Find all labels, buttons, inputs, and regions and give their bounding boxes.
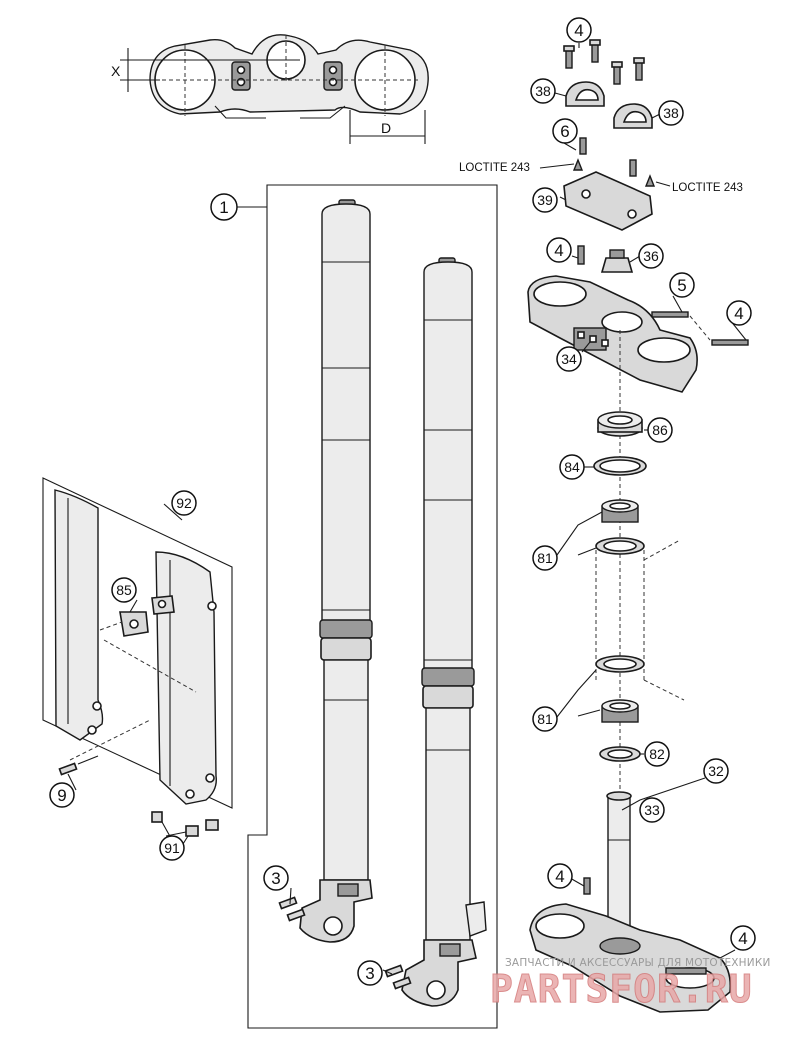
- fork-guards: [42, 477, 233, 841]
- callout-38b-label: 38: [663, 105, 679, 121]
- callout-3a: 3: [263, 865, 289, 891]
- loctite-note-right: LOCTITE 243: [672, 182, 743, 194]
- callout-33-label: 33: [644, 802, 660, 818]
- callout-91: 91: [159, 835, 185, 861]
- callout-5-label: 5: [677, 276, 686, 295]
- callout-86-label: 86: [652, 422, 668, 438]
- callout-4-right: 4: [726, 300, 752, 326]
- callout-34-label: 34: [561, 351, 577, 367]
- callout-38a-label: 38: [535, 83, 551, 99]
- callout-39: 39: [532, 187, 558, 213]
- fork-foot-bolts: [278, 896, 412, 990]
- callout-3b-label: 3: [365, 964, 374, 983]
- callout-6-label: 6: [560, 122, 569, 141]
- callout-81b-label: 81: [537, 711, 553, 727]
- callout-4-right-label: 4: [734, 304, 743, 323]
- handlebar-clamps: [539, 39, 671, 231]
- callout-33: 33: [639, 797, 665, 823]
- callout-4-lower: 4: [547, 863, 573, 889]
- callout-36-label: 36: [643, 248, 659, 264]
- callout-4-clamp-label: 4: [554, 241, 563, 260]
- callout-4-top-label: 4: [574, 21, 583, 40]
- callout-4-lower-label: 4: [555, 867, 564, 886]
- callout-4-clamp: 4: [546, 237, 572, 263]
- triple-clamp-dimension-view: X D: [111, 34, 429, 144]
- callout-91-label: 91: [164, 840, 180, 856]
- callout-4-bottom-label: 4: [738, 929, 747, 948]
- callout-1: 1: [210, 193, 238, 221]
- callout-32: 32: [703, 758, 729, 784]
- callout-6: 6: [552, 118, 578, 144]
- fork-leg-left: [299, 199, 373, 943]
- callout-81a: 81: [532, 545, 558, 571]
- callout-1-label: 1: [219, 198, 228, 217]
- callout-5: 5: [669, 272, 695, 298]
- callout-92: 92: [171, 490, 197, 516]
- callout-85-label: 85: [116, 582, 132, 598]
- fork-assembly-frame: [247, 184, 498, 1029]
- callout-38b: 38: [658, 100, 684, 126]
- callout-9-label: 9: [57, 786, 66, 805]
- callout-38a: 38: [530, 78, 556, 104]
- callout-3b: 3: [357, 960, 383, 986]
- callout-81b: 81: [532, 706, 558, 732]
- callout-36: 36: [638, 243, 664, 269]
- steering-bearings: [593, 411, 685, 762]
- callout-9: 9: [49, 782, 75, 808]
- callout-82-label: 82: [649, 746, 665, 762]
- loctite-note-left: LOCTITE 243: [459, 162, 530, 174]
- lower-triple-clamp: [529, 791, 732, 1013]
- callout-3a-label: 3: [271, 869, 280, 888]
- upper-triple-clamp: [527, 245, 749, 950]
- callout-81a-label: 81: [537, 550, 553, 566]
- callout-85: 85: [111, 577, 137, 603]
- fork-leg-right: [401, 257, 487, 1007]
- watermark: ЗАПЧАСТИ И АКСЕССУАРЫ ДЛЯ МОТОТЕХНИКИ PA…: [490, 957, 771, 1012]
- callout-84: 84: [559, 454, 585, 480]
- watermark-caption: ЗАПЧАСТИ И АКСЕССУАРЫ ДЛЯ МОТОТЕХНИКИ: [505, 957, 771, 969]
- callout-34: 34: [556, 346, 582, 372]
- callout-92-label: 92: [176, 495, 192, 511]
- callout-84-label: 84: [564, 459, 580, 475]
- callout-86: 86: [647, 417, 673, 443]
- callout-39-label: 39: [537, 192, 553, 208]
- dimension-x-label: X: [111, 63, 121, 79]
- watermark-brand: PARTSFOR.RU: [490, 967, 753, 1011]
- callout-4-bottom: 4: [730, 925, 756, 951]
- callout-32-label: 32: [708, 763, 724, 779]
- callout-82: 82: [644, 741, 670, 767]
- leader-lines: [67, 43, 747, 975]
- callout-4-top: 4: [566, 17, 592, 43]
- dimension-d-label: D: [381, 120, 391, 136]
